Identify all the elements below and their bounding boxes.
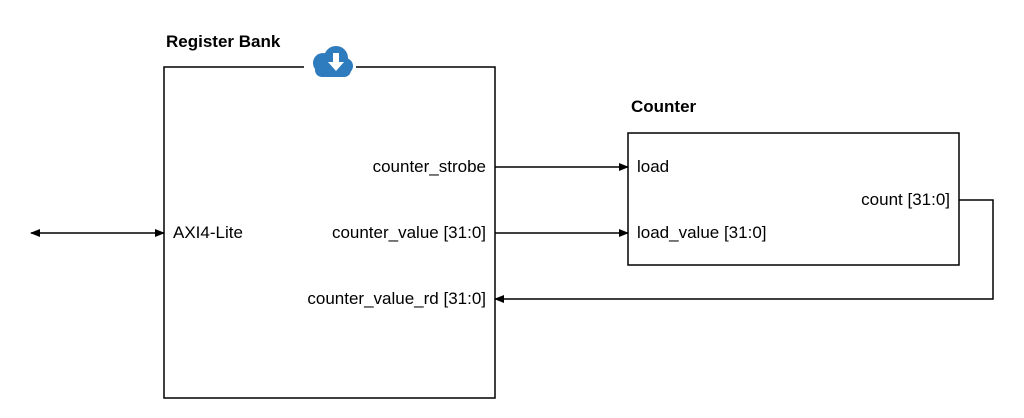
load-label: load [637, 157, 670, 176]
cloud-download-icon [304, 46, 356, 77]
count-label: count [31:0] [861, 190, 950, 209]
counter-box [627, 132, 960, 266]
counter-value-label: counter_value [31:0] [331, 223, 486, 242]
counter-title: Counter [631, 97, 697, 116]
counter-value-rd-label: counter_value_rd [31:0] [307, 289, 486, 308]
counter-strobe-label: counter_strobe [372, 157, 486, 176]
axi4-lite-label: AXI4-Lite [173, 223, 243, 242]
count-feedback-arrow [494, 199, 994, 303]
load-value-label: load_value [31:0] [637, 223, 767, 242]
register-bank-title: Register Bank [166, 32, 281, 51]
register-bank-box [163, 66, 496, 399]
